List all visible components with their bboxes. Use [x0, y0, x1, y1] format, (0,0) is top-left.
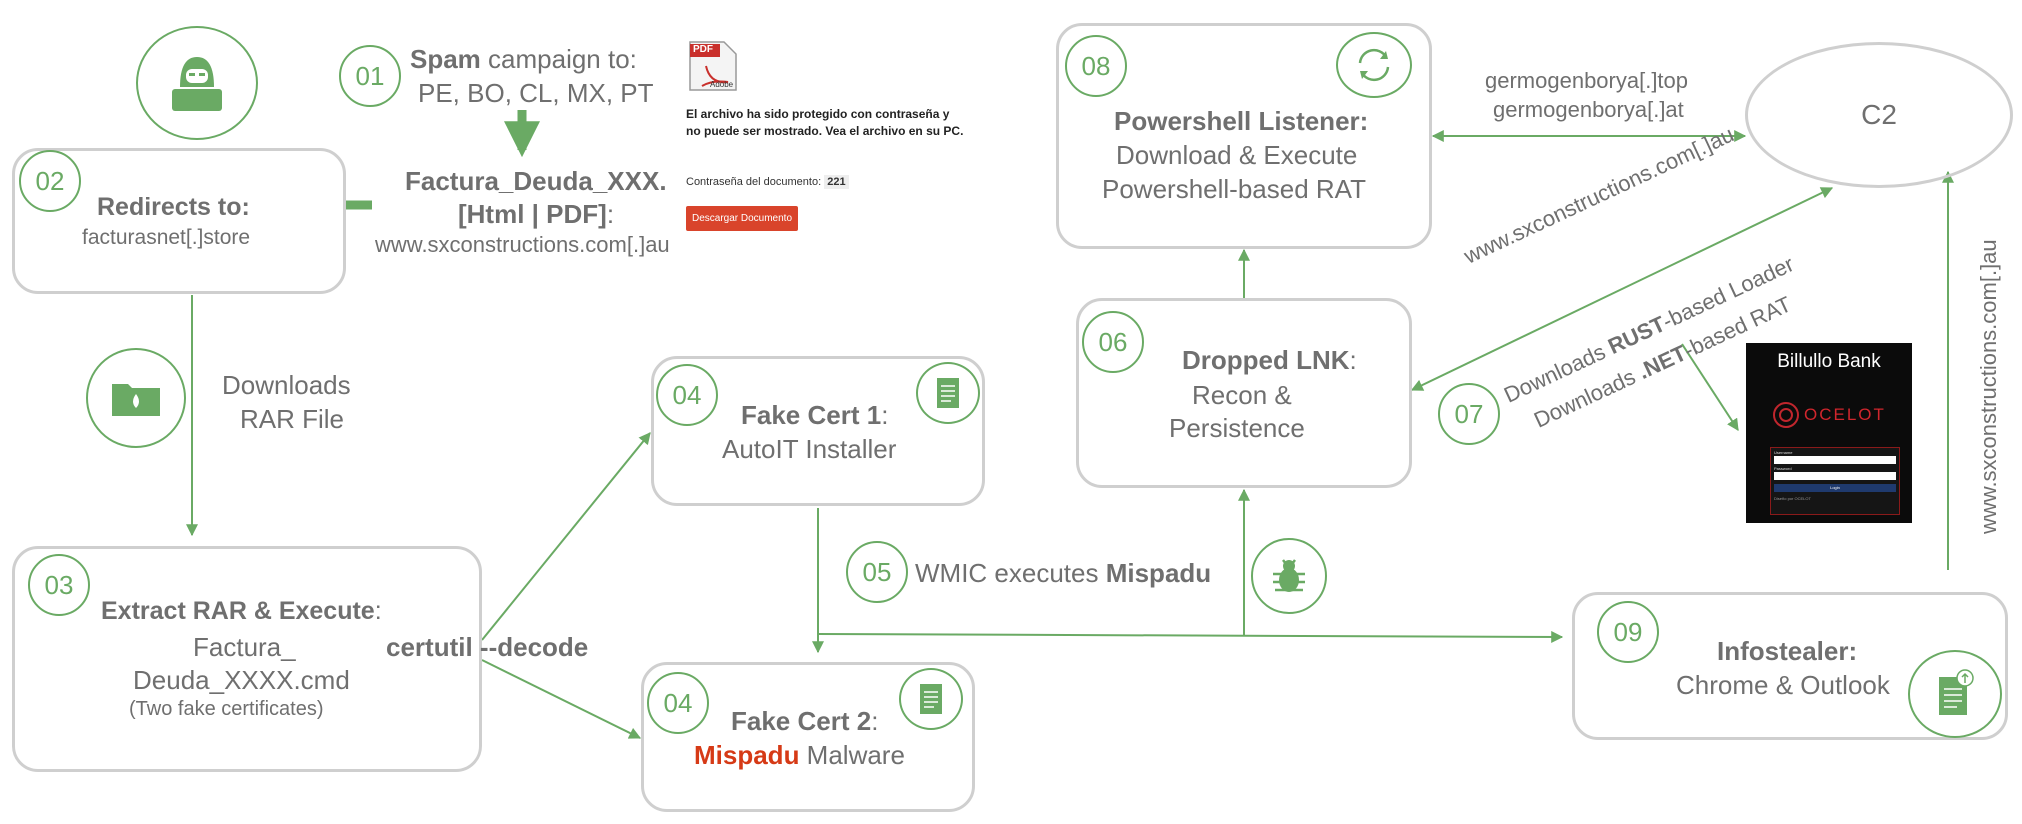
step-06-line2: Recon &: [1192, 380, 1292, 410]
step-04b-colon: :: [871, 706, 879, 736]
step-06-line3: Persistence: [1169, 413, 1305, 443]
step-02-title: Redirects to:: [97, 193, 250, 221]
c2-label: C2: [1861, 99, 1897, 130]
certificate-icon: [899, 668, 963, 730]
download-line2: RAR File: [240, 404, 345, 434]
step-06-title: Dropped LNK:: [1182, 345, 1357, 376]
pdf-message: El archivo ha sido protegido con contras…: [686, 107, 964, 138]
step-03-colon: :: [374, 597, 382, 625]
step-09-number: 09: [1597, 601, 1659, 663]
spam-label: Spam: [410, 44, 481, 74]
step-03-note: (Two fake certificates): [129, 698, 324, 720]
password-field[interactable]: [1774, 472, 1896, 480]
exfil-url-vertical: www.sxconstructions.com[.]au: [1976, 239, 2001, 534]
arrow-c2-to-06: [1410, 187, 1834, 391]
step-04b-title: Fake Cert 2:: [731, 706, 878, 737]
step-01-number: 01: [339, 45, 401, 107]
wmic-label: WMIC executes: [915, 558, 1106, 588]
arrow-to-09: [817, 630, 1564, 643]
bank-footer: Diseño por OCELOT: [1774, 496, 1811, 501]
refresh-icon: [1336, 32, 1412, 98]
c2-node: C2: [1745, 42, 2013, 188]
adobe-label: Adobe: [710, 80, 734, 89]
step-03-file2: Deuda_XXXX.cmd: [133, 665, 350, 695]
pdf-password: Contraseña del documento: 221: [686, 175, 849, 189]
bug-icon: [1251, 538, 1327, 614]
step-06-number: 06: [1082, 311, 1144, 373]
step-03-title-text: Extract RAR & Execute: [101, 597, 375, 625]
step-08-line2: Download & Execute: [1116, 140, 1358, 170]
step-04a-title-text: Fake Cert 1: [741, 400, 882, 430]
download-document-button[interactable]: Descargar Documento: [686, 206, 798, 231]
ocelot-logo: OCELOT: [1772, 401, 1892, 429]
step-03-number: 03: [28, 554, 90, 616]
c2-domain-2: germogenborya[.]at: [1493, 97, 1684, 122]
step-03-file1: Factura_: [193, 632, 296, 662]
file-name-line1: Factura_Deuda_XXX.: [405, 166, 667, 196]
ocelot-text: OCELOT: [1804, 405, 1886, 424]
step-04a-colon: :: [881, 400, 889, 430]
bank-title: Billullo Bank: [1777, 351, 1881, 372]
mispadu-bold: Mispadu: [1105, 558, 1212, 588]
step-08-number: 08: [1065, 35, 1127, 97]
mispadu-label: Mispadu: [694, 740, 800, 770]
file-name-line2: [Html | PDF]:: [458, 199, 614, 230]
login-button[interactable]: Login: [1774, 484, 1896, 492]
hacker-icon: [136, 26, 258, 140]
step-03-title: Extract RAR & Execute:: [101, 597, 382, 626]
pdf-password-label: Contraseña del documento:: [686, 176, 822, 188]
step-09-title: Infostealer:: [1717, 636, 1858, 666]
step-04a-title: Fake Cert 1:: [741, 400, 888, 431]
step-08-title: Powershell Listener:: [1114, 106, 1369, 136]
step-01-text: Spam campaign to:: [410, 44, 637, 75]
arrow-to-bank: [1681, 343, 1739, 432]
certutil-flag: --decode: [472, 632, 589, 662]
certutil-command: certutil: [386, 632, 473, 662]
pdf-badge: PDF: [693, 44, 713, 55]
step-02-number: 02: [19, 150, 81, 212]
certutil-label: certutil --decode: [386, 632, 588, 663]
step-01-countries: PE, BO, CL, MX, PT: [418, 78, 654, 108]
step-05-number: 05: [846, 541, 908, 603]
step-04b-number: 04: [647, 672, 709, 734]
bank-login-screenshot: Billullo Bank OCELOT Username Password L…: [1746, 343, 1912, 523]
step-06-colon: :: [1349, 345, 1357, 375]
arrow-03-to-04a: [481, 432, 651, 641]
certificate-icon: [916, 362, 980, 424]
file-url: www.sxconstructions.com[.]au: [375, 232, 670, 257]
pdf-icon: PDF Adobe: [688, 40, 738, 92]
c2-domain-1: germogenborya[.]top: [1485, 68, 1689, 93]
step-04b-sub: Mispadu Malware: [694, 740, 905, 771]
step-04b-title-text: Fake Cert 2: [731, 706, 872, 736]
password-label: Password: [1774, 466, 1792, 471]
step-04a-sub: AutoIT Installer: [722, 434, 897, 464]
step-09-sub: Chrome & Outlook: [1676, 670, 1890, 700]
login-panel: Username Password Login Diseño por OCELO…: [1770, 447, 1900, 515]
step-04a-number: 04: [656, 364, 718, 426]
step-03-box: [12, 546, 482, 772]
username-label: Username: [1774, 450, 1793, 455]
step-07-number: 07: [1438, 383, 1500, 445]
step-02-domain: facturasnet[.]store: [82, 226, 251, 249]
step-05-text: WMIC executes Mispadu: [915, 558, 1211, 589]
pdf-password-value: 221: [824, 175, 849, 189]
arrow-03-to-04b: [481, 659, 642, 739]
username-field[interactable]: [1774, 456, 1896, 464]
step-06-title-text: Dropped LNK: [1182, 345, 1350, 375]
file-type-colon: :: [606, 199, 615, 229]
folder-download-icon: [86, 348, 186, 448]
malware-label: Malware: [799, 740, 905, 770]
step-08-line3: Powershell-based RAT: [1102, 174, 1366, 204]
file-type: [Html | PDF]: [458, 199, 607, 229]
campaign-label: campaign to:: [480, 44, 637, 74]
download-line1: Downloads: [222, 370, 351, 400]
upload-document-icon: [1908, 650, 2002, 738]
